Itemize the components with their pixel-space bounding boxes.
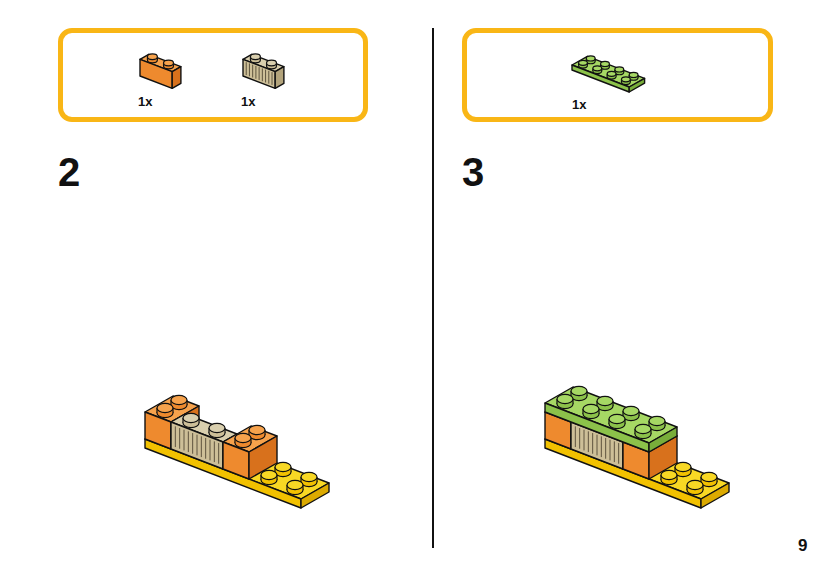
stud-top — [661, 470, 677, 479]
stud-top — [275, 462, 291, 471]
grille-line — [262, 68, 263, 81]
stud-top — [586, 56, 595, 61]
stud-top — [301, 472, 317, 481]
parts-callout: 1x — [462, 28, 773, 122]
quantity-label: 1x — [241, 94, 255, 109]
grille-line — [192, 433, 193, 454]
grille-line — [218, 443, 219, 464]
stud-top — [615, 67, 624, 72]
orange-brick-side — [249, 436, 277, 479]
stud-top — [649, 416, 665, 425]
stud-top — [687, 480, 703, 489]
grille-line — [605, 438, 606, 459]
grille-line — [584, 430, 585, 451]
grille-line — [210, 440, 211, 461]
grille-line — [184, 430, 185, 451]
yellow-plate-top — [145, 423, 329, 499]
stud-top — [261, 470, 277, 479]
stud-top — [147, 54, 157, 60]
stud-top — [607, 71, 616, 76]
stud-top — [250, 54, 260, 60]
stud-top — [235, 433, 251, 442]
stud-top — [171, 395, 187, 404]
grille-line — [179, 428, 180, 449]
green-plate-icon-front — [572, 65, 629, 92]
grille-line — [205, 438, 206, 459]
stud-top — [622, 77, 631, 82]
stud-top — [583, 404, 599, 413]
grille-brick-icon-side — [275, 67, 284, 89]
grille-line — [197, 435, 198, 456]
stud-top — [609, 414, 625, 423]
stud-top — [557, 394, 573, 403]
parts-callout: 1x 1x — [58, 28, 368, 122]
stud-top — [701, 472, 717, 481]
stud-top — [164, 60, 174, 66]
orange-brick-icon-side — [172, 67, 181, 89]
stud-top — [249, 425, 265, 434]
yellow-plate-side — [301, 483, 329, 508]
stud-top — [157, 403, 173, 412]
grille-line — [268, 71, 269, 84]
stud-top — [675, 462, 691, 471]
stud-top — [571, 386, 587, 395]
stud-top — [183, 413, 199, 422]
grille-line — [252, 65, 253, 78]
grille-line — [579, 428, 580, 449]
grille-line — [188, 431, 189, 452]
grille-line — [272, 72, 273, 85]
quantity-label: 1x — [572, 97, 586, 112]
grille-line — [618, 443, 619, 464]
yellow-plate-top — [545, 423, 729, 499]
grille-line — [201, 436, 202, 457]
grille-line — [249, 63, 250, 76]
yellow-plate-side — [701, 483, 729, 508]
grille-line — [610, 440, 611, 461]
stud-top — [623, 406, 639, 415]
grille-line — [214, 441, 215, 462]
stud-top — [267, 60, 277, 66]
green-plate-side — [649, 427, 677, 452]
grille-line — [597, 435, 598, 456]
grille-line — [265, 70, 266, 83]
grille-line — [255, 66, 256, 79]
stud-top — [597, 396, 613, 405]
stud-top — [287, 480, 303, 489]
step-number: 3 — [462, 152, 484, 192]
grille-line — [601, 436, 602, 457]
grille-line — [175, 426, 176, 447]
quantity-label: 1x — [138, 94, 152, 109]
stud-top — [635, 424, 651, 433]
grille-line — [259, 67, 260, 80]
step-number: 2 — [58, 152, 80, 192]
grille-line — [614, 441, 615, 462]
green-plate-front — [545, 403, 649, 452]
grille-line — [246, 62, 247, 75]
brick-drawings — [140, 54, 729, 508]
grille-line — [588, 431, 589, 452]
stud-top — [579, 60, 588, 65]
step-divider — [432, 28, 434, 548]
stud-top — [601, 61, 610, 66]
stud-top — [593, 66, 602, 71]
stud-top — [209, 423, 225, 432]
grille-line — [592, 433, 593, 454]
grille-line — [575, 426, 576, 447]
page-number: 9 — [798, 537, 807, 554]
stud-top — [629, 72, 638, 77]
